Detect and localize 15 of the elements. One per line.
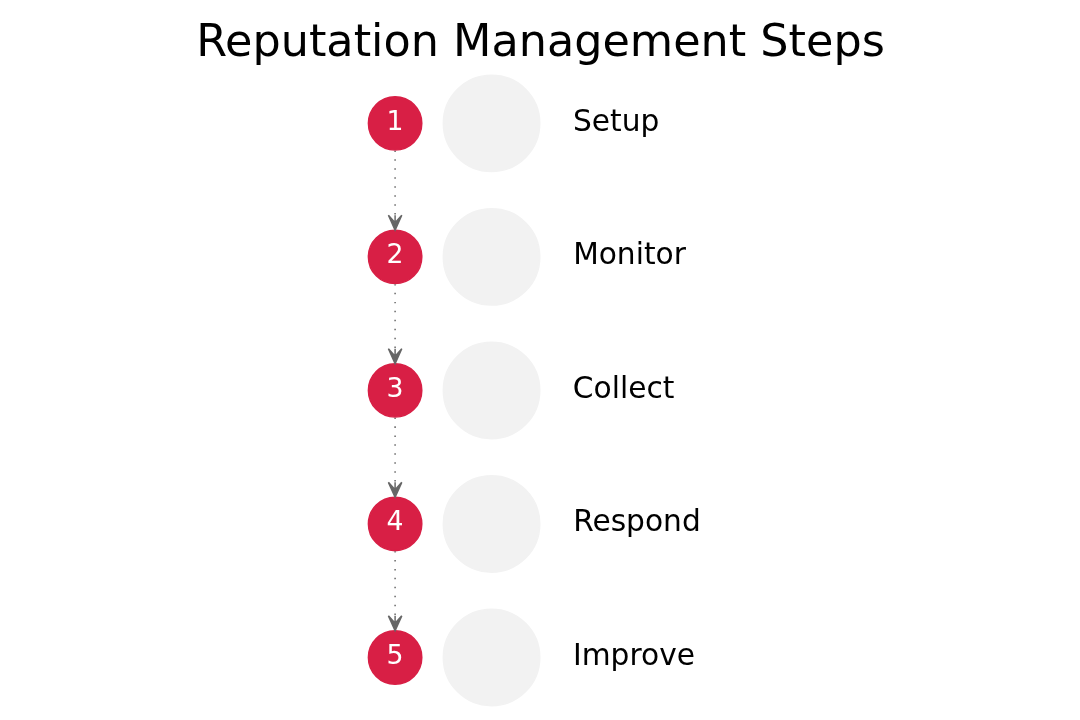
arrow: [387, 550, 402, 632]
node-circle: 2: [367, 229, 423, 285]
node-circle: 5: [367, 630, 423, 685]
node-circle: 4: [367, 496, 423, 552]
arrow: [387, 416, 402, 498]
node-circle: 3: [367, 362, 423, 418]
node-label: Collect: [572, 369, 674, 405]
node-label: Monitor: [572, 236, 686, 272]
node-circle: 1: [367, 95, 423, 151]
diagram-title: Reputation Management Steps: [195, 14, 885, 66]
node-label: Setup: [572, 102, 659, 138]
node-label: Improve: [572, 636, 695, 672]
node-label: Respond: [572, 503, 701, 539]
arrow: [387, 149, 402, 231]
arrow: [387, 283, 402, 365]
